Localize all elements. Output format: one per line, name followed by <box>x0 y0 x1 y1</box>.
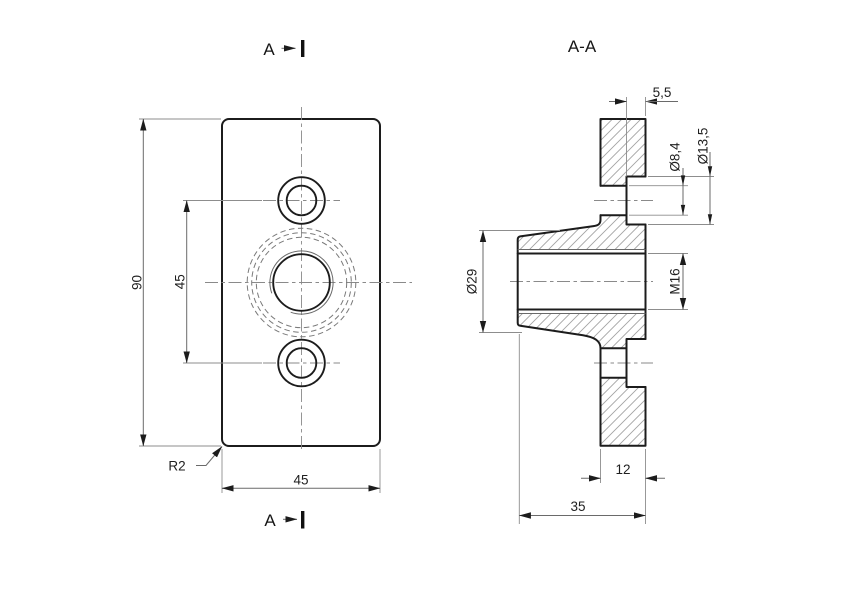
thread-minor-lines <box>516 252 647 311</box>
top-counterbore-edges <box>599 175 647 226</box>
dim-boss-dia: Ø29 <box>465 230 560 333</box>
dim-total-depth-label: 35 <box>570 499 585 514</box>
front-view: 90 45 45 R2 A A <box>130 40 412 530</box>
top-hole-counterbore-circle <box>277 176 326 225</box>
boss-hidden-circle-1 <box>255 236 348 329</box>
dim-hole-dia: Ø8,4 <box>629 142 688 216</box>
dim-cbore-depth-label: 5,5 <box>653 85 672 100</box>
section-cut-top: A <box>263 40 305 59</box>
dim-height-90: 90 <box>130 118 221 447</box>
dim-cbore-dia-label: Ø13,5 <box>696 128 711 165</box>
dim-cbore-dia: Ø13,5 <box>648 128 714 225</box>
plate-outline-top <box>599 118 647 187</box>
hatch-upper-mid <box>517 215 646 250</box>
dim-height-label: 90 <box>130 275 145 290</box>
bottom-hole-circle <box>285 347 318 379</box>
dim-width-45: 45 <box>221 449 381 493</box>
dim-plate-thickness-label: 12 <box>615 462 630 477</box>
dim-hole-spacing-45: 45 <box>173 200 262 364</box>
section-title: A-A <box>568 37 597 56</box>
plate-outline-bottom <box>599 347 647 447</box>
section-cut-bottom: A <box>264 511 305 530</box>
corner-radius-callout: R2 <box>168 446 223 474</box>
hatch-lower-mid <box>517 313 646 349</box>
hatch-top-block <box>600 119 646 186</box>
thread-arc <box>269 250 334 315</box>
cut-label-top: A <box>263 40 275 59</box>
top-hole-circle <box>285 184 318 217</box>
section-view: A-A 5,5 <box>465 37 714 524</box>
dim-plate-thickness: 12 <box>581 449 665 524</box>
center-hole-circle <box>272 253 331 312</box>
dim-thread-label: M16 <box>668 268 683 294</box>
bottom-counterbore-edges <box>599 338 647 388</box>
dim-width-label: 45 <box>293 473 308 488</box>
dim-hole-spacing-label: 45 <box>173 274 188 289</box>
dim-cbore-depth: 5,5 <box>609 85 678 177</box>
dim-hole-dia-label: Ø8,4 <box>668 142 683 172</box>
boss-hidden-circle-2 <box>251 232 352 333</box>
bottom-hole-counterbore-circle <box>277 338 326 388</box>
cut-label-bottom: A <box>264 511 276 530</box>
hatch-bottom-block <box>600 377 646 446</box>
boss-hidden-circle-3 <box>246 227 357 338</box>
dim-boss-dia-label: Ø29 <box>465 269 480 295</box>
dim-total-depth: 35 <box>518 334 646 524</box>
corner-radius-label: R2 <box>168 459 185 474</box>
dim-thread: M16 <box>648 253 688 310</box>
boss-outline <box>516 214 602 350</box>
thread-major-lines <box>517 249 646 314</box>
